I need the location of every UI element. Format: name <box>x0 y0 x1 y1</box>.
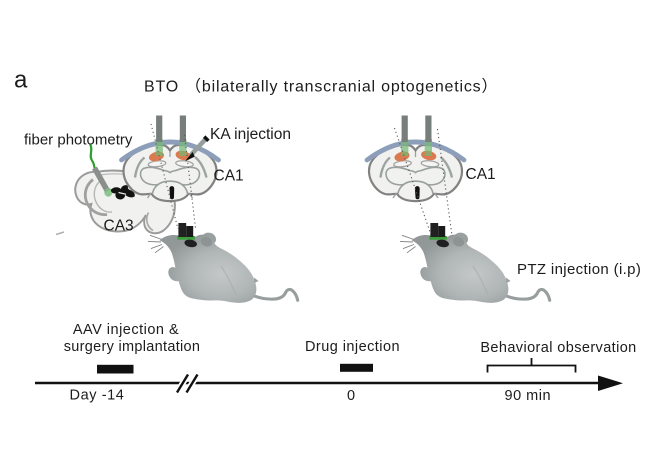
svg-text:CA1: CA1 <box>214 167 244 184</box>
svg-text:PTZ injection (i.p): PTZ injection (i.p) <box>517 261 641 278</box>
svg-text:AAV injection &: AAV injection & <box>73 322 179 338</box>
svg-text:0: 0 <box>347 388 355 404</box>
svg-text:CA3: CA3 <box>104 218 134 235</box>
svg-text:Drug injection: Drug injection <box>305 339 400 355</box>
svg-text:90 min: 90 min <box>505 388 552 404</box>
svg-text:a: a <box>14 67 28 94</box>
svg-text:surgery implantation: surgery implantation <box>64 339 201 355</box>
svg-text:Day -14: Day -14 <box>70 388 125 404</box>
svg-text:BTO （bilaterally transcranial: BTO （bilaterally transcranial optogeneti… <box>144 77 498 95</box>
svg-text:Behavioral observation: Behavioral observation <box>480 340 636 356</box>
svg-text:CA1: CA1 <box>466 166 496 183</box>
svg-text:fiber photometry: fiber photometry <box>24 132 133 149</box>
svg-text:KA injection: KA injection <box>210 126 291 143</box>
